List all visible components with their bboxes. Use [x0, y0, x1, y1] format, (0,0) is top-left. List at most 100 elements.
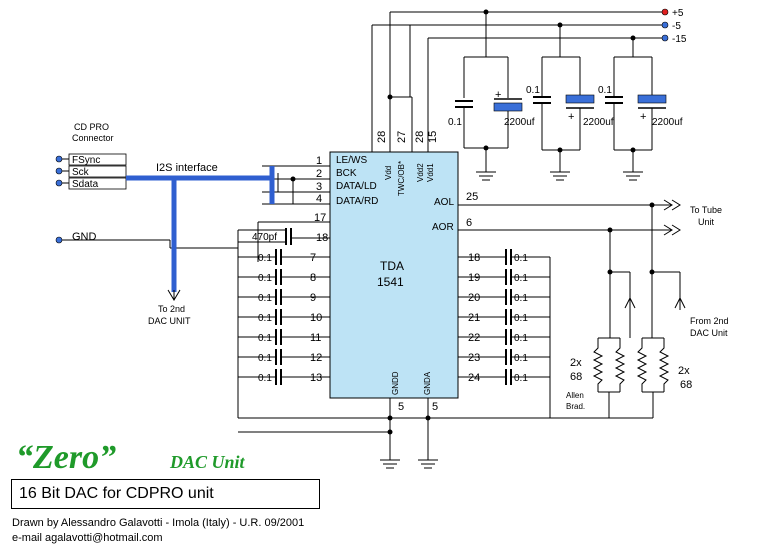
- cap-label-01: 0.1: [258, 313, 272, 324]
- rail-label-minus5: -5: [672, 21, 681, 32]
- plus-sign: +: [640, 111, 646, 123]
- chip-name-line1: TDA: [380, 259, 404, 273]
- rail-terminal-minus5: [661, 21, 669, 29]
- pin-number: 8: [310, 272, 316, 284]
- power-rails: +5 -5 -15: [371, 8, 687, 152]
- chip-name-line2: 1541: [377, 275, 404, 289]
- pin-label-aor: AOR: [432, 222, 454, 233]
- pin-number-4: 4: [316, 193, 322, 205]
- pin-number-5: 5: [398, 401, 404, 413]
- res-note-line2: Brad.: [566, 402, 585, 411]
- top-pin-label: Vdd: [384, 166, 393, 180]
- pin-label-lews: LE/WS: [336, 155, 367, 166]
- cap-label-01: 0.1: [514, 333, 528, 344]
- title-zero: “Zero”: [16, 439, 116, 476]
- decoupling-block-minus15: [605, 38, 667, 172]
- capacitor-470pf: [237, 228, 330, 245]
- cap-label-01: 0.1: [258, 333, 272, 344]
- pin-number-5b: 5: [432, 401, 438, 413]
- pin-number: 24: [468, 372, 480, 384]
- top-pin-label: TWC/OB*: [397, 161, 406, 196]
- res-right-line1: 2x: [678, 365, 690, 377]
- output-lines: [458, 199, 681, 236]
- connector-title-line2: Connector: [72, 133, 114, 143]
- pin-number-1: 1: [316, 155, 322, 167]
- pin-label-aol: AOL: [434, 197, 454, 208]
- i2s-bus: [126, 166, 275, 301]
- rail-label-plus5: +5: [672, 8, 684, 19]
- to-2nd-line1: To 2nd: [158, 304, 185, 314]
- pin-label-datard: DATA/RD: [336, 196, 378, 207]
- res-left-line1: 2x: [570, 357, 582, 369]
- to-tube-line1: To Tube: [690, 205, 722, 215]
- email-line: e-mail agalavotti@hotmail.com: [12, 532, 163, 544]
- connector-terminal: [55, 167, 63, 175]
- pin-number: 18: [468, 252, 480, 264]
- plus-sign: +: [495, 89, 501, 101]
- cap-label-2200: 2200uf: [504, 117, 535, 128]
- cap-label-01: 0.1: [526, 85, 540, 96]
- ground-symbol: [623, 171, 643, 181]
- res-note-line1: Allen: [566, 391, 584, 400]
- title-dac-unit: DAC Unit: [169, 452, 246, 472]
- connector-pin-fsync: FSync: [72, 155, 100, 166]
- cap-label-01: 0.1: [258, 253, 272, 264]
- pin-number: 13: [310, 372, 322, 384]
- rail-terminal-minus15: [661, 34, 669, 42]
- res-left-line2: 68: [570, 371, 582, 383]
- bus-label: I2S interface: [156, 162, 218, 174]
- rail-label-minus15: -15: [672, 34, 687, 45]
- ground-wiring: [237, 242, 653, 460]
- subtitle-box: 16 Bit DAC for CDPRO unit: [11, 479, 320, 509]
- pin-number-3: 3: [316, 181, 322, 193]
- subtitle: 16 Bit DAC for CDPRO unit: [19, 485, 214, 502]
- pin-label-gndd: GNDD: [391, 371, 400, 395]
- connector-pin-sck: Sck: [72, 167, 90, 178]
- to-2nd-line2: DAC UNIT: [148, 316, 191, 326]
- top-pin-number: 15: [427, 131, 439, 143]
- tda1541-chip: [329, 151, 459, 399]
- cap-label-01: 0.1: [514, 373, 528, 384]
- gnd-label: GND: [72, 231, 97, 243]
- top-pin-number: 28: [414, 131, 426, 143]
- cap-label-01: 0.1: [598, 85, 612, 96]
- pin-label-bck: BCK: [336, 168, 357, 179]
- cap-label-01: 0.1: [514, 313, 528, 324]
- cap-label-01: 0.1: [514, 273, 528, 284]
- pin-label-gnda: GNDA: [423, 371, 432, 395]
- gnd-terminal: [55, 236, 63, 244]
- pin-number-17: 17: [314, 212, 326, 224]
- pin-number: 21: [468, 312, 480, 324]
- pin-number: 23: [468, 352, 480, 364]
- pin-number-25: 25: [466, 191, 478, 203]
- plus-sign: +: [568, 111, 574, 123]
- ground-symbol: [418, 459, 438, 469]
- cap-label-01: 0.1: [514, 353, 528, 364]
- connector-terminal: [55, 179, 63, 187]
- rail-terminal-plus5: [661, 8, 669, 16]
- from-2nd-line2: DAC Unit: [690, 328, 728, 338]
- from-2nd-line1: From 2nd: [690, 316, 729, 326]
- pin-number: 22: [468, 332, 480, 344]
- pin-number: 20: [468, 292, 480, 304]
- pin-number-6: 6: [466, 217, 472, 229]
- cap-label-01: 0.1: [514, 293, 528, 304]
- credit-line: Drawn by Alessandro Galavotti - Imola (I…: [12, 517, 305, 529]
- connector-title-line1: CD PRO: [74, 122, 109, 132]
- to-tube-line2: Unit: [698, 217, 715, 227]
- top-pin-label: Vdd1: [426, 163, 435, 182]
- pin-number-2: 2: [316, 168, 322, 180]
- pin-number: 11: [310, 332, 321, 344]
- cap-label-01: 0.1: [258, 373, 272, 384]
- cap-label-01: 0.1: [258, 273, 272, 284]
- pin-number: 7: [310, 252, 316, 264]
- cap-label-2200: 2200uf: [583, 117, 614, 128]
- cap-label-2200: 2200uf: [652, 117, 683, 128]
- pin-label-datald: DATA/LD: [336, 181, 377, 192]
- res-right-line2: 68: [680, 379, 692, 391]
- cap-label-01: 0.1: [258, 353, 272, 364]
- connector-terminal: [55, 155, 63, 163]
